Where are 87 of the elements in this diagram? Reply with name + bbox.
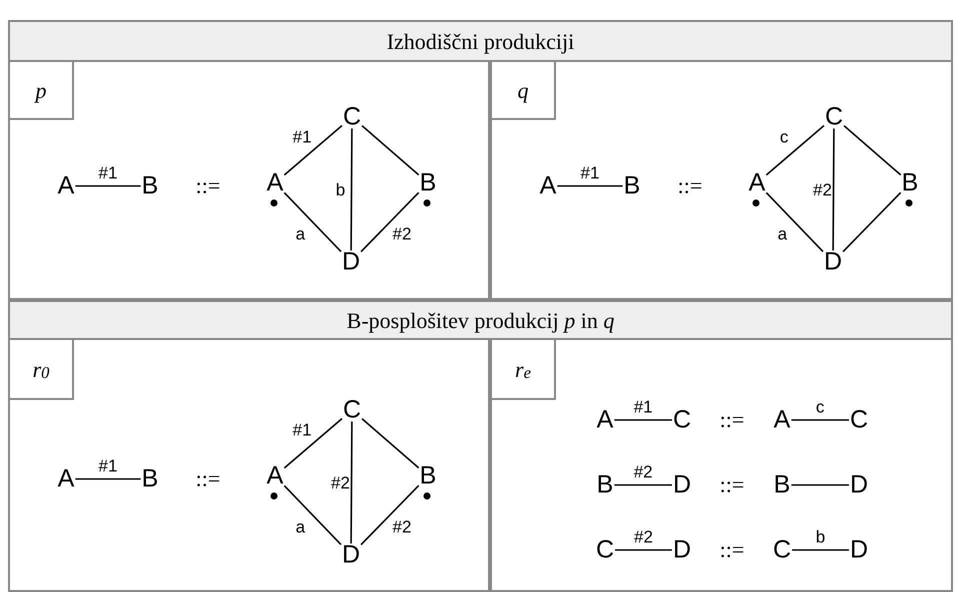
edge-label: #2 [813, 181, 832, 198]
vertex-letter: C [342, 104, 362, 130]
vertex-letter: B [596, 472, 614, 498]
vertex-letter: C [824, 104, 844, 130]
edge-label: #1 [98, 458, 118, 474]
production-panel [8, 340, 490, 592]
vertex-letter: A [266, 464, 284, 488]
production-panel [8, 62, 490, 300]
vertex-letter: B [420, 464, 436, 488]
vertex-letter: D [824, 250, 842, 274]
vertex-letter: B [774, 472, 790, 498]
vertex-letter: C [596, 538, 614, 562]
graph-edge [791, 419, 849, 421]
graph-edge [614, 484, 672, 486]
definition-symbol: ::= [196, 468, 220, 490]
edge-label: #1 [98, 164, 118, 182]
edge-label: c [780, 128, 788, 146]
vertex-letter: D [342, 250, 360, 274]
graph-edge [360, 192, 420, 252]
graph-edge [792, 549, 849, 551]
definition-symbol: ::= [720, 539, 744, 561]
edge-label: a [296, 518, 306, 536]
graph-edge [766, 192, 824, 252]
definition-symbol: ::= [678, 175, 702, 197]
graph-edge [350, 422, 353, 544]
vertex-letter: B [420, 170, 436, 196]
vertex-letter: D [672, 538, 692, 562]
edge-label: b [816, 528, 826, 546]
edge-label: a [778, 225, 788, 242]
section-title: B-posplošitev produkcij p in q [346, 306, 614, 335]
edge-label: #2 [634, 528, 653, 546]
vertex-letter: A [266, 170, 284, 196]
graph-edge [791, 484, 849, 486]
vertex-letter: B [902, 170, 918, 196]
edge-label: #1 [580, 164, 600, 182]
section-header-band [8, 300, 953, 340]
vertex-letter: A [58, 466, 74, 492]
definition-symbol: ::= [196, 175, 220, 197]
graph-edge [766, 125, 824, 176]
graph-edge [360, 485, 420, 546]
graph-edge [615, 549, 672, 551]
edge-label: #2 [331, 474, 350, 491]
edge-label: #2 [392, 518, 412, 536]
edge-label: #1 [292, 128, 312, 146]
production-panel [490, 62, 953, 300]
edge-label: #2 [634, 464, 653, 480]
graph-edge [557, 185, 623, 187]
vertex-letter: C [342, 398, 362, 422]
vertex-letter: B [142, 466, 158, 492]
graph-edge [842, 192, 902, 252]
vertex-letter: C [772, 538, 792, 562]
vertex-letter: D [672, 472, 692, 498]
edge-label: #1 [292, 422, 312, 439]
vertex-letter: B [624, 174, 640, 198]
graph-edge [284, 485, 342, 546]
edge-label: b [336, 181, 346, 198]
definition-symbol: ::= [720, 409, 744, 431]
graph-edge [284, 418, 342, 469]
graph-edge [75, 185, 141, 187]
vertex-letter: D [850, 472, 868, 498]
edge-label: c [816, 398, 824, 416]
production-panel [490, 340, 953, 592]
vertex-letter: A [596, 408, 614, 432]
vertex-letter: B [142, 174, 158, 198]
graph-edge [614, 419, 672, 421]
graph-edge [350, 128, 353, 250]
graph-edge [832, 128, 835, 250]
vertex-letter: D [850, 538, 868, 562]
edge-label: a [296, 225, 306, 242]
graph-edge [284, 125, 342, 176]
definition-symbol: ::= [720, 474, 744, 496]
vertex-letter: D [342, 542, 360, 568]
vertex-letter: A [774, 408, 790, 432]
graph-edge [844, 125, 902, 176]
graph-edge [362, 125, 420, 176]
vertex-letter: A [748, 170, 766, 196]
graph-edge [75, 478, 141, 480]
edge-label: #2 [392, 226, 412, 242]
vertex-letter: A [540, 174, 556, 198]
vertex-letter: C [850, 408, 868, 432]
graph-edge [362, 418, 420, 468]
graph-edge [284, 192, 342, 252]
vertex-letter: C [672, 408, 692, 432]
section-title: Izhodiščni produkciji [386, 28, 574, 56]
vertex-letter: A [58, 174, 74, 198]
edge-label: #1 [634, 398, 653, 416]
section-header-band [8, 20, 953, 62]
